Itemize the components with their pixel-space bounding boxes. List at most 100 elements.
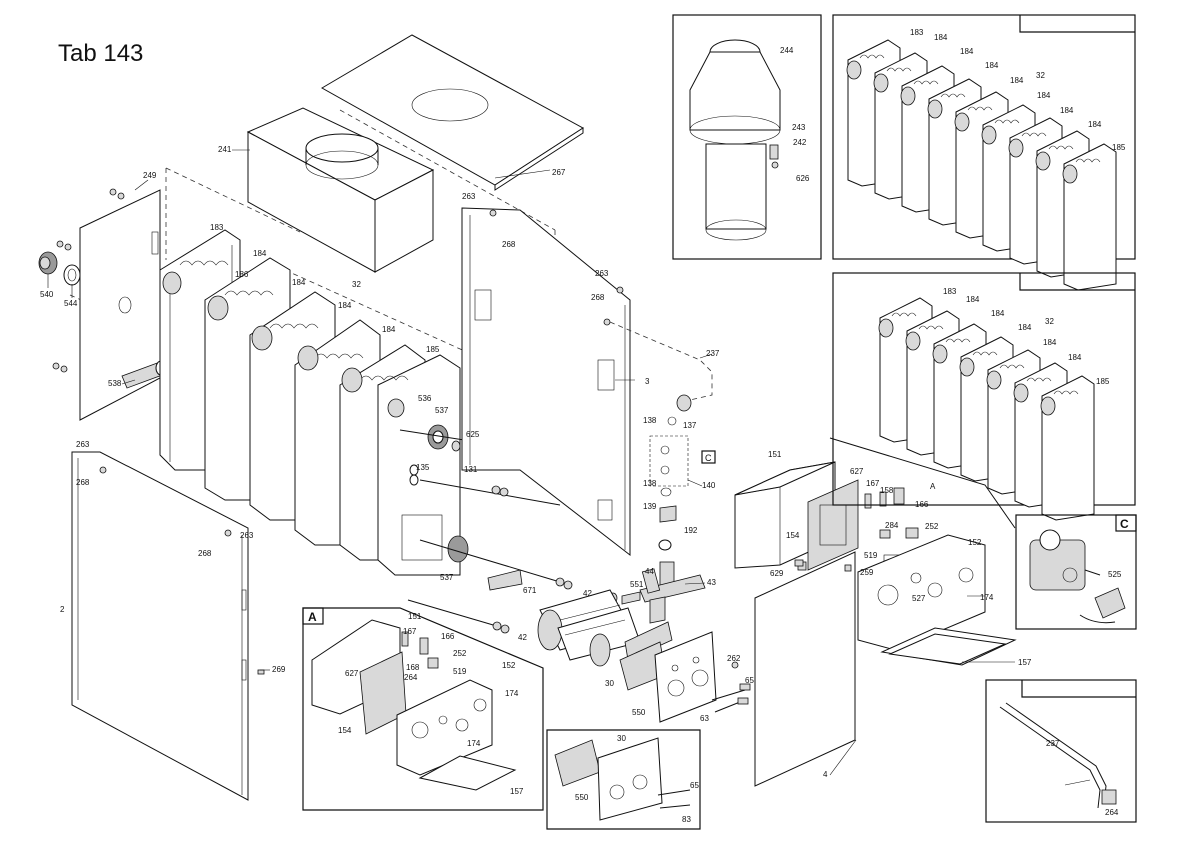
label-183: 183 <box>910 28 924 37</box>
control-panel-152 <box>857 534 986 651</box>
label-242: 242 <box>793 138 807 147</box>
exchanger-section <box>1040 375 1095 521</box>
label-184: 184 <box>1068 353 1082 362</box>
control-cover-157 <box>880 627 1017 666</box>
exchanger-fittings <box>387 398 523 591</box>
label-264: 264 <box>1105 808 1119 817</box>
label-184: 184 <box>960 47 974 56</box>
label-83: 83 <box>682 815 691 824</box>
label-284: 284 <box>885 521 899 530</box>
label-184: 184 <box>1060 106 1074 115</box>
label-3: 3 <box>645 377 650 386</box>
heat-exchanger-block <box>159 229 461 576</box>
label-140: 140 <box>702 481 716 490</box>
label-184: 184 <box>991 309 1005 318</box>
front-door-panel-4 <box>754 551 856 787</box>
label-157: 157 <box>1018 658 1032 667</box>
label-183: 183 <box>210 223 224 232</box>
inset-exchanger-medium <box>832 272 1136 521</box>
label-527: 527 <box>912 594 926 603</box>
label-267: 267 <box>552 168 566 177</box>
label-249: 249 <box>143 171 157 180</box>
label-629: 629 <box>770 569 784 578</box>
label-183: 183 <box>943 287 957 296</box>
label-151: 151 <box>768 450 782 459</box>
label-184: 184 <box>966 295 980 304</box>
rear-panel <box>461 207 631 557</box>
label-627: 627 <box>345 669 359 678</box>
label-184: 184 <box>338 301 352 310</box>
label-268: 268 <box>198 549 212 558</box>
inset-b-frame <box>546 729 701 830</box>
label-2: 2 <box>60 605 65 614</box>
label-174: 174 <box>980 593 994 602</box>
label-537: 537 <box>435 406 449 415</box>
sensor-pipe <box>609 321 713 426</box>
gas-valve-dashed <box>649 435 716 487</box>
label-538: 538 <box>108 379 122 388</box>
label-65: 65 <box>690 781 699 790</box>
label-268: 268 <box>502 240 516 249</box>
label-32: 32 <box>1045 317 1054 326</box>
label-154: 154 <box>338 726 352 735</box>
label-137: 137 <box>683 421 697 430</box>
label-252: 252 <box>925 522 939 531</box>
label-44: 44 <box>645 567 654 576</box>
label-186: 186 <box>235 270 249 279</box>
label-174: 174 <box>467 739 481 748</box>
label-131: 131 <box>464 465 478 474</box>
control-components <box>794 487 919 567</box>
label-551: 551 <box>630 580 644 589</box>
label-540: 540 <box>40 290 54 299</box>
label-184: 184 <box>382 325 396 334</box>
label-32: 32 <box>1036 71 1045 80</box>
label-4: 4 <box>823 770 828 779</box>
label-263: 263 <box>240 531 254 540</box>
label-139: 139 <box>643 502 657 511</box>
burner-tubes <box>537 589 641 667</box>
label-152: 152 <box>968 538 982 547</box>
label-184: 184 <box>934 33 948 42</box>
label-184: 184 <box>1018 323 1032 332</box>
label-167: 167 <box>866 479 880 488</box>
label-63: 63 <box>700 714 709 723</box>
label-65: 65 <box>745 676 754 685</box>
label-184: 184 <box>253 249 267 258</box>
label-166: 166 <box>915 500 929 509</box>
label-157: 157 <box>510 787 524 796</box>
exchanger-section <box>1062 143 1117 291</box>
label-241: 241 <box>218 145 232 154</box>
label-537: 537 <box>440 573 454 582</box>
label-42: 42 <box>518 633 527 642</box>
label-262: 262 <box>727 654 741 663</box>
label-166: 166 <box>441 632 455 641</box>
leader-lines <box>47 149 1091 786</box>
label-184: 184 <box>1037 91 1051 100</box>
label-185: 185 <box>1112 143 1126 152</box>
label-519: 519 <box>453 667 467 676</box>
inset-exchanger-large <box>832 14 1136 291</box>
inset-a-frame <box>302 607 544 811</box>
label-544: 544 <box>64 299 78 308</box>
label-627: 627 <box>850 467 864 476</box>
label-184: 184 <box>1043 338 1057 347</box>
label-263: 263 <box>462 192 476 201</box>
label-184: 184 <box>985 61 999 70</box>
label-550: 550 <box>632 708 646 717</box>
label-269: 269 <box>272 665 286 674</box>
label-263: 263 <box>595 269 609 278</box>
label-42: 42 <box>583 589 592 598</box>
label-158: 158 <box>880 486 894 495</box>
burner-front-plates <box>619 621 717 723</box>
page-title: Tab 143 <box>58 40 144 67</box>
flue-hood-box <box>246 107 435 273</box>
label-43: 43 <box>707 578 716 587</box>
label-135: 135 <box>416 463 430 472</box>
label-244: 244 <box>780 46 794 55</box>
label-192: 192 <box>684 526 698 535</box>
label-184: 184 <box>1088 120 1102 129</box>
label-c-marker: C <box>705 453 712 463</box>
label-625: 625 <box>466 430 480 439</box>
label-185: 185 <box>426 345 440 354</box>
